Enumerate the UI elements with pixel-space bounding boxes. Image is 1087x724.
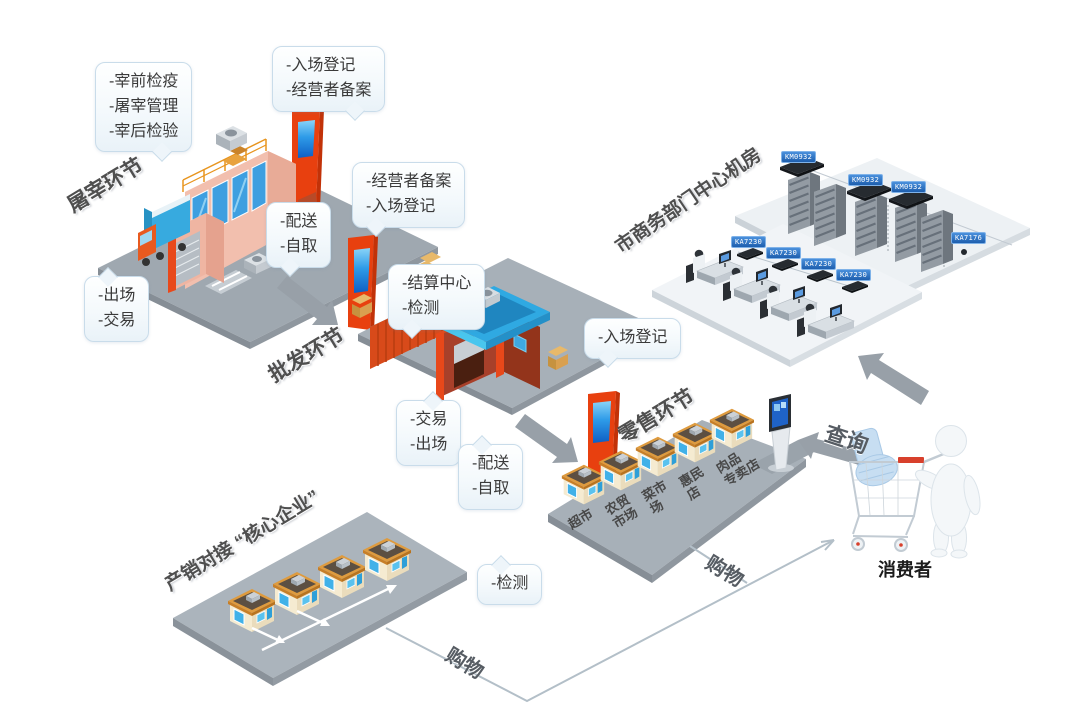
callout-slaughter-entry: -入场登记 -经营者备案 [272,46,386,112]
arrow-to-datacenter [858,353,929,405]
arrow-query-to-kiosk [798,432,874,468]
gate-screen [354,248,370,293]
callout-line: -屠宰管理 [109,97,179,115]
retail-platform [548,420,806,575]
callout-wholesale-entry: -经营者备案 -入场登记 [352,162,466,228]
consumer-group [848,425,981,559]
arrow-wholesale-to-retail [515,414,578,463]
callout-line: -自取 [472,479,510,497]
core-flow-arrows [251,585,397,652]
callout-line: -出场 [98,287,136,304]
callout-slaughter-exit: -出场 -交易 [84,276,150,342]
callout-line: -自取 [280,237,318,255]
callout-line: -宰后检验 [109,122,179,140]
callout-line: -交易 [410,411,448,428]
callout-retail-check: -检测 [477,564,543,605]
device-badge-console: KA7230 [766,247,802,259]
delivery-truck [138,194,190,266]
kvm-adapter-device [961,249,967,255]
callout-line: -经营者备案 [286,81,372,99]
device-badge-console: KA7230 [836,269,872,281]
callout-wholesale-exit: -交易 -出场 [396,400,462,466]
callout-line: -检测 [402,299,440,317]
registration-gate-slaughter [292,107,324,210]
device-badge-console: KA7230 [801,258,837,270]
shopping-flow-lines [385,539,835,703]
device-badge-kvm-adapter: KA7176 [951,232,987,244]
callout-line: -入场登记 [366,197,436,215]
gate-screen [593,401,611,443]
callout-wholesale-settlement: -结算中心 -检测 [388,264,486,330]
callout-slaughter-ops: -宰前检疫 -屠宰管理 -宰后检验 [95,62,193,153]
callout-line: -配送 [472,455,510,472]
gate-screen [298,120,315,158]
core-enterprise-area [173,512,467,686]
callout-retail-entry: -入场登记 [584,318,682,359]
callout-line: -入场登记 [598,329,668,346]
callout-line: -检测 [491,575,529,592]
callout-slaughter-delivery: -配送 -自取 [266,202,332,268]
registration-gate-retail [588,391,620,480]
callout-retail-delivery: -配送 -自取 [458,444,524,510]
callout-line: -入场登记 [286,57,356,74]
device-badge-kvm-matrix: KM0932 [781,151,817,163]
registration-gate-wholesale [348,235,378,332]
callout-line: -交易 [98,311,136,329]
device-badge-kvm-matrix: KM0932 [891,181,927,193]
retail-area [548,391,818,583]
device-badge-console: KA7230 [731,236,767,248]
callout-line: -配送 [280,213,318,230]
query-kiosk [752,394,818,474]
callout-line: -经营者备案 [366,173,452,190]
stage-label-consumer: 消费者 [878,560,932,580]
consumer-figure [914,425,981,559]
callout-line: -宰前检疫 [109,73,179,90]
callout-line: -出场 [410,435,448,453]
rooftop-ac-unit [216,126,247,151]
callout-line: -结算中心 [402,275,472,292]
arrow-slaughter-to-wholesale [277,276,338,325]
device-badge-kvm-matrix: KM0932 [848,174,884,186]
